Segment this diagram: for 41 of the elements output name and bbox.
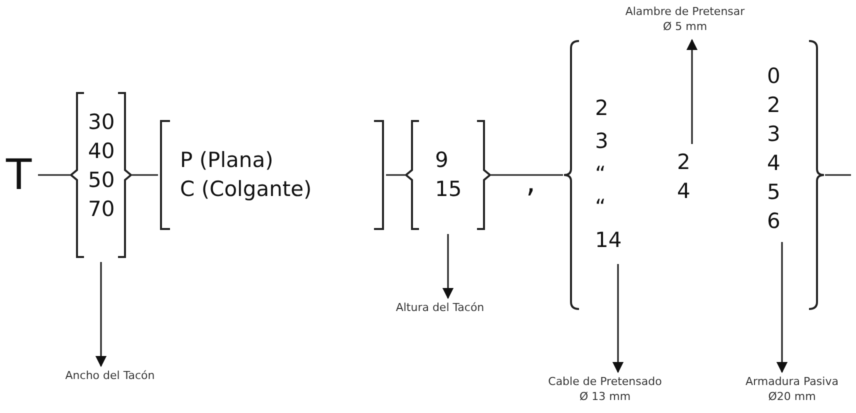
option-value: 70 [88,196,116,223]
annotation-text: Ancho del Tacón [64,368,156,383]
option-value: 4 [677,178,692,205]
option-value: 30 [88,109,116,136]
diameter-text: Ø 5 mm [662,19,708,34]
code-letter: T [6,150,33,200]
option-value: P (Plana) [180,147,274,174]
option-value: 50 [88,167,116,194]
option-value: 15 [435,176,463,203]
connector-line [386,174,405,176]
leader-arrow [95,262,107,368]
option-value: 2 [595,95,610,122]
leader-arrow [612,264,624,374]
option-value: 0 [767,63,782,90]
option-value: 2 [767,92,782,119]
diameter-text: Ø20 mm [767,389,817,404]
annotation-text: Altura del Tacón [394,300,486,315]
connector-line [491,174,563,176]
annotation-text: Cable de Pretensado [547,374,663,389]
option-value: 4 [767,150,782,177]
leader-arrow [442,234,454,300]
leader-arrow [686,38,698,144]
option-value: C (Colgante) [180,176,313,203]
option-value: 3 [595,128,610,155]
connector-line [132,174,158,176]
option-value: 3 [767,121,782,148]
option-value: 5 [767,179,782,206]
connector-line [38,174,70,176]
option-value: “ [595,194,607,221]
connector-line [825,174,851,176]
option-value: 6 [767,208,782,235]
option-value: 40 [88,138,116,165]
option-value: “ [595,161,607,188]
option-value: 14 [595,227,623,254]
leader-arrow [776,242,788,374]
option-value: 2 [677,149,692,176]
option-value: 9 [435,147,450,174]
annotation-text: Alambre de Pretensar [624,4,746,19]
diameter-text: Ø 13 mm [578,389,632,404]
annotation-text: Armadura Pasiva [744,374,840,389]
separator-comma: , [526,165,536,200]
